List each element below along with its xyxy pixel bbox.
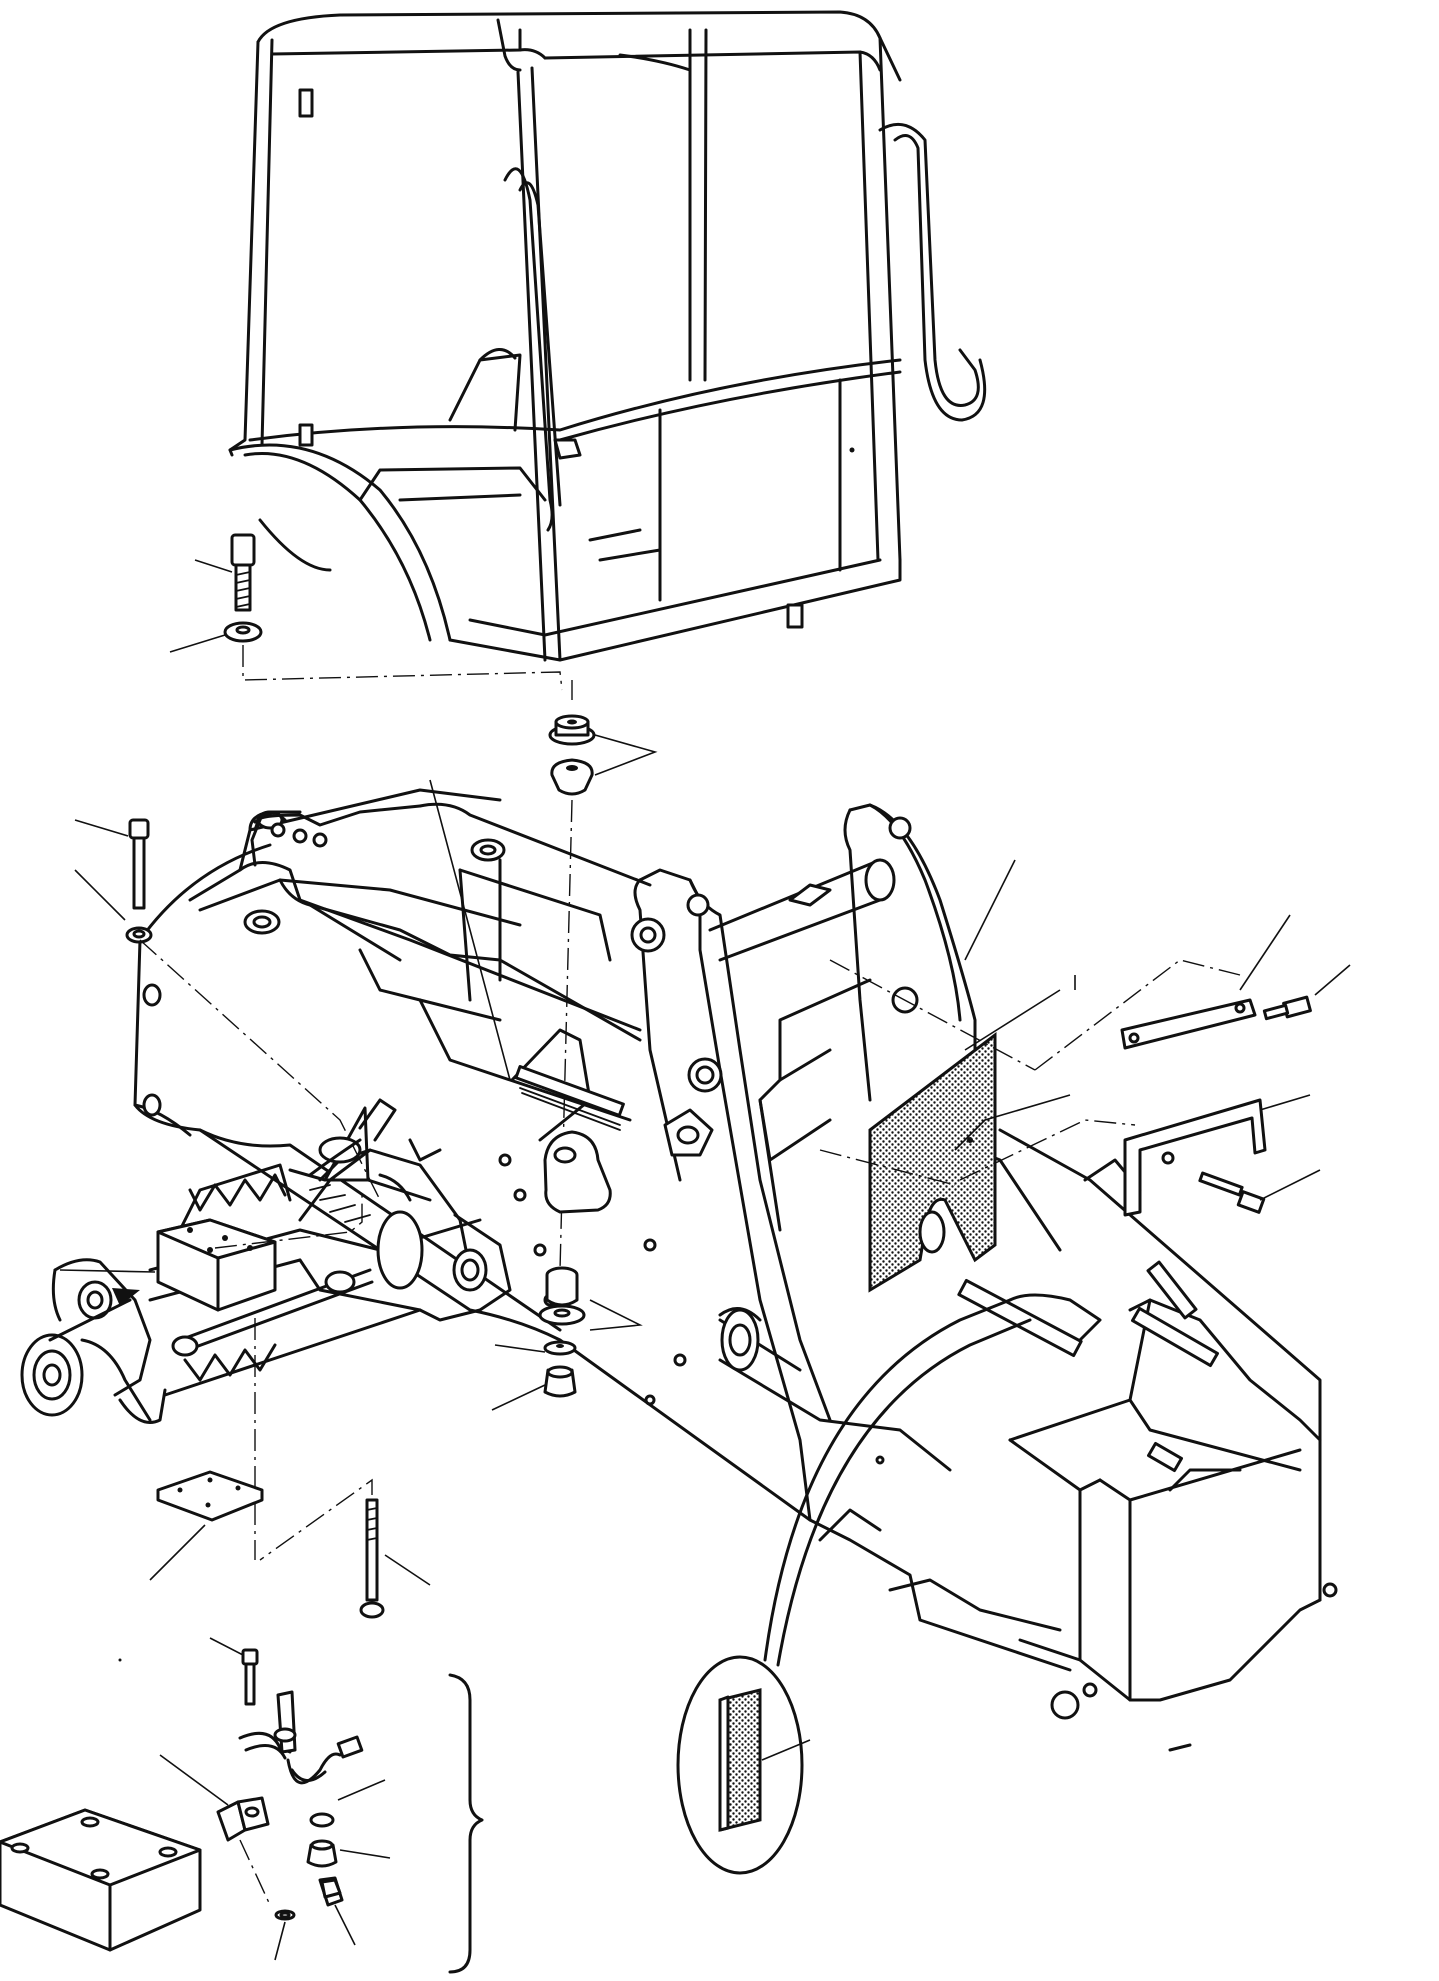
cross-tube — [708, 858, 896, 962]
retaining-strap — [1034, 914, 1351, 1071]
leader-lines — [74, 779, 1016, 1081]
axle-plate — [149, 1470, 264, 1581]
cab-frame — [228, 10, 987, 662]
cab-mounting-bolt — [194, 533, 256, 612]
front-axle-assembly — [20, 1098, 512, 1424]
wear-strip-detail — [676, 1293, 1102, 1875]
rubber-mount-lower — [491, 1266, 643, 1411]
washer — [169, 621, 263, 653]
u-bracket — [959, 1094, 1321, 1217]
anti-vibration-pad — [819, 959, 1076, 1293]
sensor-bracket — [0, 1637, 484, 1974]
rubber-mount-upper — [548, 714, 658, 796]
sensor-harness — [118, 1658, 364, 1785]
main-chassis-frame — [133, 788, 1338, 1752]
cab-mounting-bolt — [125, 818, 381, 1201]
axle-support-block — [48, 1195, 363, 1560]
long-stud-bolt — [259, 1478, 431, 1619]
